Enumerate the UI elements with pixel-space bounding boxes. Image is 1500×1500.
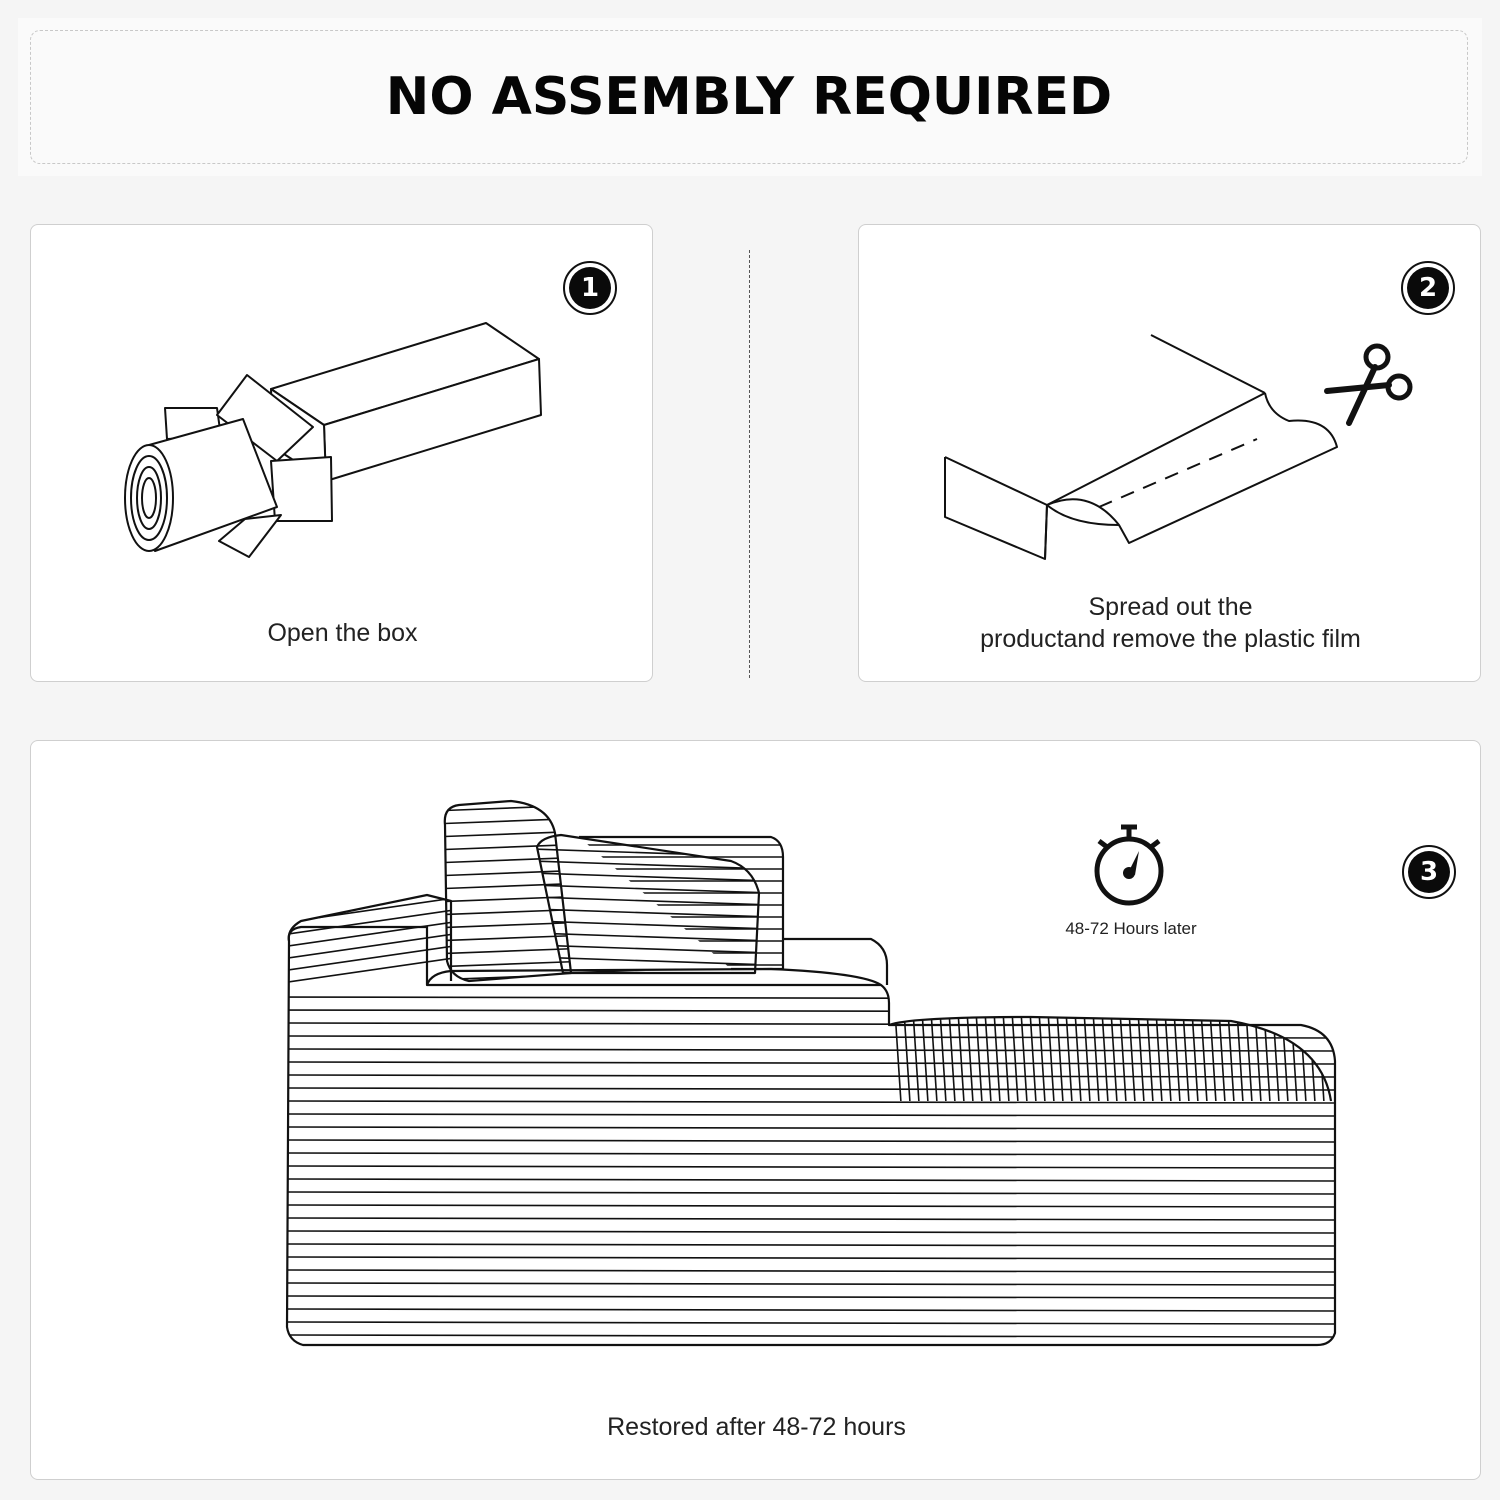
step-2-caption-line1: Spread out the (1088, 593, 1253, 621)
rolled-package-icon (124, 322, 542, 558)
step-3-badge: 3 (1402, 845, 1456, 899)
step-divider (749, 250, 750, 678)
step-3-number: 3 (1408, 851, 1450, 893)
step-1-number: 1 (569, 267, 611, 309)
sofa-illustration (285, 799, 1337, 1347)
page-title: NO ASSEMBLY REQUIRED (385, 67, 1113, 127)
step-2-badge: 2 (1401, 261, 1455, 315)
step-2-caption: Spread out the productand remove the pla… (859, 591, 1482, 655)
step-2-number: 2 (1407, 267, 1449, 309)
step-2-caption-line2: productand remove the plastic film (980, 625, 1361, 653)
step-1-card: 1 Open the box (30, 224, 653, 682)
step-3-caption: Restored after 48-72 hours (607, 1413, 906, 1441)
step-1-caption: Open the box (267, 619, 418, 647)
timer-label: 48-72 Hours later (1065, 919, 1197, 938)
step-2-card: 2 Spread out the productand remove the p… (858, 224, 1481, 682)
scissors-icon (1324, 343, 1413, 426)
stopwatch-icon (1094, 824, 1164, 906)
plastic-film-illustration (944, 334, 1338, 560)
header-box: NO ASSEMBLY REQUIRED (30, 30, 1468, 164)
step-1-badge: 1 (563, 261, 617, 315)
step-3-card: 3 48-72 Hours later (30, 740, 1481, 1480)
